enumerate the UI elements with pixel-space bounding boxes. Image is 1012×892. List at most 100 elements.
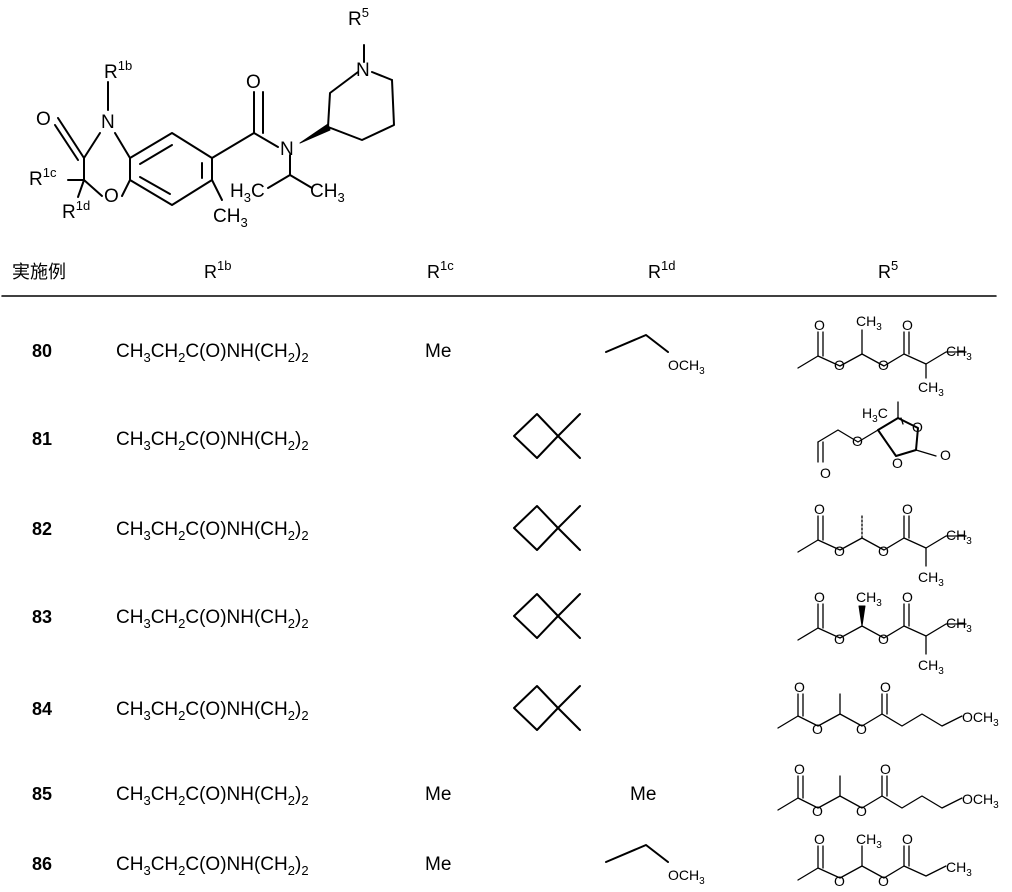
header-r1b: R1b [204,258,231,282]
r5-ch3: CH3 [946,859,972,879]
row-r1c: Me [425,784,451,805]
row-r1b: CH3CH2C(O)NH(CH2)2 [116,784,309,808]
row-id: 83 [32,607,52,627]
row-id: 84 [32,699,52,719]
row-r5: O O CH3 O O CH3 [798,831,972,889]
r5-o: O [814,831,825,847]
r5-o: O [834,543,845,559]
r5-o: O [812,803,823,819]
spiro-cyclobutane [514,414,580,458]
r5-o: O [902,317,913,333]
header-r1c: R1c [427,258,454,282]
r5-ch3: CH3 [856,831,882,851]
table-row: 80 CH3CH2C(O)NH(CH2)2 Me OCH3 O O CH3 O … [32,313,972,399]
row-r5: O O O O OCH3 [778,761,999,819]
row-r5: O O CH3 O O CH3 CH3 [798,589,972,677]
spiro-cyclobutane [514,506,580,550]
r5-o: O [814,501,825,517]
r5-o: O [812,721,823,737]
spiro-cyclobutane [514,686,580,730]
r5-ch3: CH3 [946,615,972,635]
header-r1d: R1d [648,258,675,282]
r5-ch3: CH3 [946,343,972,363]
methyl-label: CH3 [213,206,248,230]
r5-ch3: CH3 [918,569,944,589]
r5-o: O [794,679,805,695]
r5-o: O [880,761,891,777]
table-row: 82 CH3CH2C(O)NH(CH2)2 O O O O CH3 CH3 [32,501,972,589]
amide-o-label: O [246,72,261,93]
row-r1b: CH3CH2C(O)NH(CH2)2 [116,341,309,365]
table-row: 83 CH3CH2C(O)NH(CH2)2 O O CH3 O O CH3 CH… [32,589,972,677]
r1d-label: R1d [62,198,90,223]
row-r1b: CH3CH2C(O)NH(CH2)2 [116,607,309,631]
r5-o: O [878,543,889,559]
r5-o: O [878,631,889,647]
r5-och3: OCH3 [962,791,999,811]
row-r1d: Me [630,784,656,805]
row-r5: O O O O O H3C [818,402,951,481]
r5-o: O [814,317,825,333]
r5-label: R5 [348,5,369,30]
r5-ch3: CH3 [918,657,944,677]
r5-ch3: CH3 [918,379,944,399]
amide-n-label: N [280,139,294,160]
table-row: 86 CH3CH2C(O)NH(CH2)2 Me OCH3 O O CH3 O … [32,831,972,889]
r5-o: O [856,803,867,819]
row-r1c: Me [425,854,451,875]
header-example: 実施例 [12,262,66,282]
r5-o: O [912,419,923,435]
r5-o: O [902,501,913,517]
isopropyl-right-label: CH3 [310,181,345,205]
r5-o: O [892,455,903,471]
r5-o: O [878,357,889,373]
row-r1b: CH3CH2C(O)NH(CH2)2 [116,854,309,878]
row-id: 86 [32,854,52,874]
methoxyethyl-label: OCH3 [668,867,705,887]
row-r1b: CH3CH2C(O)NH(CH2)2 [116,429,309,453]
row-r1d: OCH3 [606,845,705,887]
r5-o: O [794,761,805,777]
r5-o: O [940,447,951,463]
r5-ch3: CH3 [856,313,882,333]
r1b-label: R1b [104,58,132,83]
r5-h3c: H3C [862,405,888,425]
r5-o: O [834,631,845,647]
r5-och3: OCH3 [962,709,999,729]
table-row: 84 CH3CH2C(O)NH(CH2)2 O O O O OCH3 [32,679,999,737]
r5-o: O [880,679,891,695]
row-r1d: OCH3 [606,335,705,377]
spiro-cyclobutane [514,594,580,638]
row-id: 80 [32,341,52,361]
r5-o: O [902,831,913,847]
header-r5: R5 [878,258,898,282]
row-r5: O O O O OCH3 [778,679,999,737]
row-r1b: CH3CH2C(O)NH(CH2)2 [116,519,309,543]
row-r1b: CH3CH2C(O)NH(CH2)2 [116,699,309,723]
scaffold-labels: O N O R1b R1c R1d CH3 O N H3C CH3 N R5 [29,5,370,230]
methoxyethyl-label: OCH3 [668,357,705,377]
table-header: 実施例 R1b R1c R1d R5 [2,258,996,296]
r5-o: O [878,873,889,889]
r5-o: O [902,589,913,605]
row-id: 81 [32,429,52,449]
row-r5: O O O O CH3 CH3 [798,501,972,589]
r5-o: O [852,433,863,449]
row-r5: O O CH3 O O CH3 CH3 [798,313,972,399]
table-row: 81 CH3CH2C(O)NH(CH2)2 O O O O O H3C [32,402,951,481]
r5-o: O [814,589,825,605]
piperidine-n-label: N [356,60,370,81]
ring-n-label: N [101,112,115,133]
row-id: 85 [32,784,52,804]
r5-o: O [834,357,845,373]
r5-o: O [856,721,867,737]
isopropyl-left-label: H3C [230,181,265,205]
r1c-label: R1c [29,165,57,190]
ring-o-label: O [104,186,119,207]
r5-ch3: CH3 [946,527,972,547]
carbonyl-o-label: O [36,109,51,130]
table-row: 85 CH3CH2C(O)NH(CH2)2 Me Me O O O O OCH3 [32,761,999,819]
row-r1c: Me [425,341,451,362]
row-id: 82 [32,519,52,539]
